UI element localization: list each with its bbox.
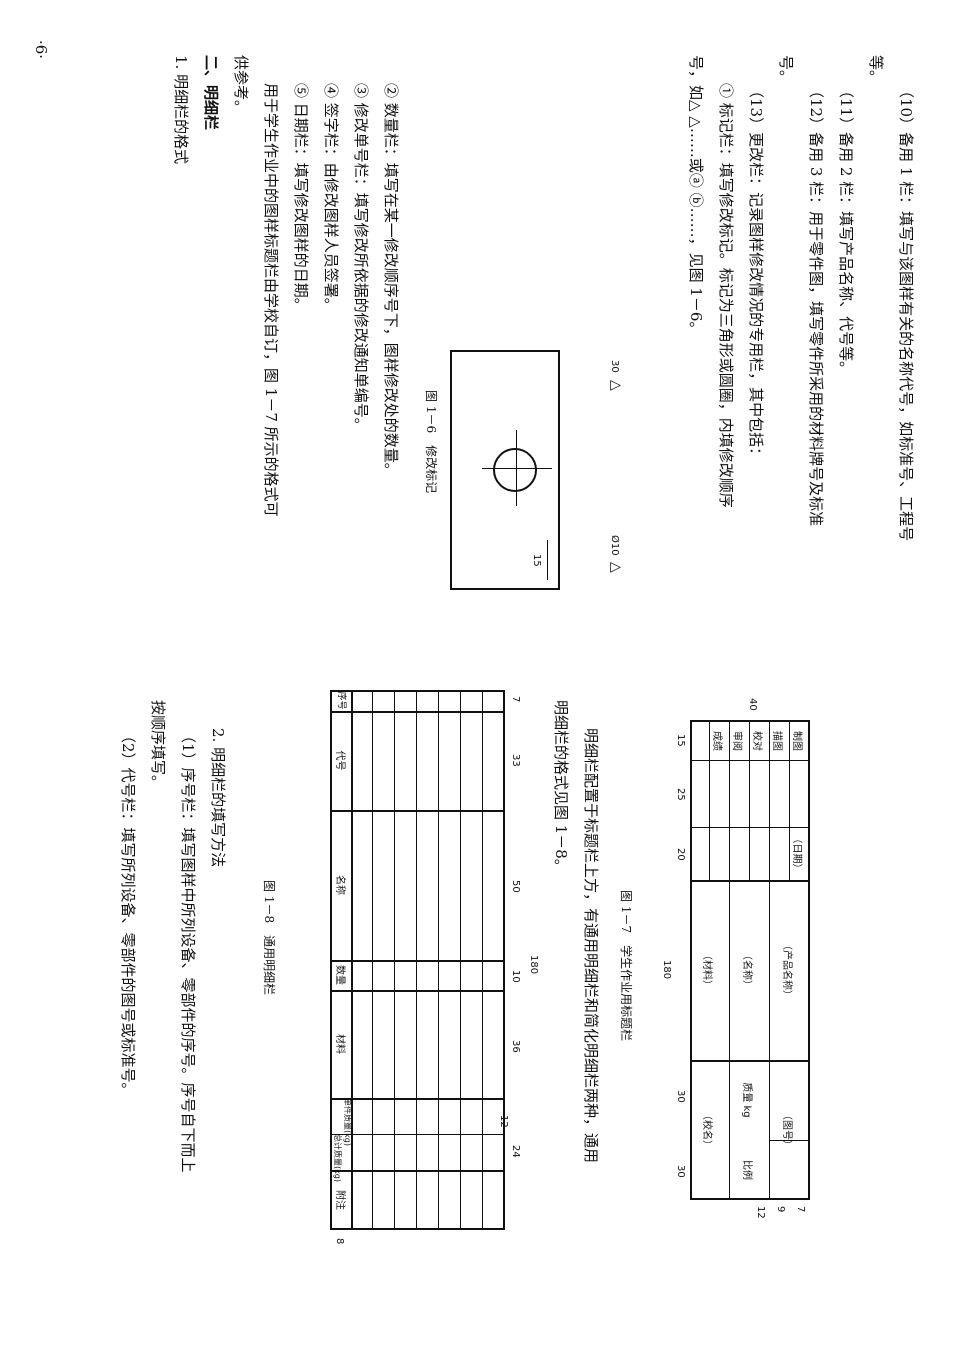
text-line: （12）备用 3 栏：用于零件图，填写零件所采用的材料牌号及标准 (807, 83, 825, 527)
figure-caption: 图 1－7 学生作业用标题栏 (619, 890, 633, 1042)
dim-label: 12 (498, 1115, 509, 1128)
dim-total-width: 180 (528, 955, 539, 975)
triangle-mark-icon: △ (608, 380, 624, 391)
sub-heading: 1. 明细栏的格式 (172, 55, 190, 165)
grid-line (330, 711, 505, 713)
dim-total-width: 180 (661, 960, 672, 980)
grid-line (372, 690, 373, 1230)
grid-line (351, 690, 353, 1230)
dim-label: 7 (510, 696, 521, 703)
text-line: （1）序号栏：填写图样中所列设备、零部件的序号。序号自下而上 (179, 728, 197, 1173)
grid-line (330, 990, 505, 992)
dim-label: 7 (795, 1206, 806, 1213)
header-cell: 数量 (334, 965, 345, 985)
text-line: ⑤ 日期栏：填写修改图样的日期。 (292, 83, 310, 313)
text-line: 按顺序填写。 (149, 700, 167, 791)
text-line: 用于学生作业中的图样标题栏由学校自订，图 1－7 所示的格式可 (262, 83, 280, 517)
text-line: （11）备用 2 栏：填写产品名称、代号等。 (837, 83, 855, 377)
text-line: ① 标记栏：填写修改标记。标记为三角形或圆圈，内填修改顺序 (717, 83, 735, 508)
grid-line (789, 720, 790, 880)
grid-line (690, 760, 810, 761)
dim-label: 25 (675, 788, 686, 801)
drawing-no-cell: （图号） (781, 1110, 792, 1150)
row-label: 成绩 (711, 731, 722, 751)
row-label: 制图 (791, 731, 802, 751)
grid-line (749, 720, 750, 880)
dim-label: 36 (510, 1040, 521, 1053)
figure-1-7: 制图 描图 校对 审阅 成绩 （日期） （产品名称） （图号） （名称） 质量 … (660, 698, 810, 1220)
page-number: ·6· (32, 40, 50, 60)
figure-1-8: 序号 代号 名称 数量 材料 单件质量(kg) 总计质量(kg) 附注 7 33… (305, 690, 539, 1250)
grid-line (460, 690, 461, 1230)
diameter-label: Ø10 (609, 535, 620, 556)
roughness-label: 30 (609, 360, 620, 373)
dim-label: 10 (510, 970, 521, 983)
sub-heading: 2. 明细栏的填写方法 (209, 728, 227, 868)
figure-caption: 图 1－8 通用明细栏 (262, 880, 276, 996)
text-line: 等。 (867, 55, 885, 86)
dim-label: 9 (775, 1206, 786, 1213)
name-cell: （名称） (741, 950, 752, 990)
header-cell: 总计质量(kg) (333, 1134, 342, 1182)
grid-line (438, 690, 439, 1230)
dim-line (547, 540, 548, 580)
grid-line (769, 720, 770, 1200)
school-cell: （校名） (701, 1110, 712, 1150)
scale-cell: 比例 (741, 1160, 752, 1180)
dim-height: 40 (747, 698, 758, 711)
product-name-cell: （产品名称） (781, 940, 792, 1000)
dim-label: 24 (510, 1145, 521, 1158)
grid-line (416, 690, 417, 1230)
header-cell: 附注 (334, 1190, 345, 1210)
triangle-mark-icon: △ (608, 562, 624, 573)
text-line: 号，如△ △……或ⓐ ⓑ……，见图 1－6。 (687, 55, 705, 337)
text-line: 明细栏的格式见图 1－8。 (552, 700, 570, 874)
center-line (482, 468, 552, 469)
text-line: ③ 修改单号栏：填写修改所依据的修改通知单编号。 (352, 83, 370, 433)
header-cell: 单件质量(kg) (343, 1098, 352, 1146)
header-cell: 材料 (334, 1034, 345, 1054)
hole-circle (493, 448, 537, 492)
row-label: 描图 (771, 731, 782, 751)
text-line: ④ 签字栏：由修改图样人员签署。 (322, 83, 340, 313)
text-line: 号。 (777, 55, 795, 86)
grid-line (330, 1134, 505, 1135)
text-line: （2）代号栏：填写所列设备、零部件的图号或标准号。 (119, 728, 137, 1098)
dim-label: 33 (510, 754, 521, 767)
header-cell: 序号 (336, 691, 346, 710)
grid-line (330, 960, 505, 962)
grid-line (330, 1098, 505, 1100)
dim-label: 30 (675, 1090, 686, 1103)
dim-label: 8 (334, 1238, 345, 1245)
section-heading: 二、明细栏 (202, 55, 220, 131)
text-line: ② 数量栏：填写在某一修改顺序号下，图样修改处的数量。 (382, 83, 400, 478)
material-cell: （材料） (701, 950, 712, 990)
row-label: 审阅 (731, 731, 742, 751)
mass-cell: 质量 kg (741, 1082, 752, 1118)
grid-line (330, 810, 505, 812)
header-cell: 名称 (334, 875, 345, 895)
figure-caption: 图 1－6 修改标记 (424, 390, 438, 494)
dim-label: 20 (675, 848, 686, 861)
dim-label: 12 (755, 1206, 766, 1219)
row-label: 校对 (751, 731, 762, 751)
grid-line (729, 720, 730, 1200)
date-cell: （日期） (791, 833, 802, 874)
dim-label: 30 (675, 1165, 686, 1178)
dim-width: 15 (531, 554, 542, 567)
dim-label: 15 (675, 734, 686, 747)
header-cell: 代号 (334, 750, 345, 771)
text-line: （10）备用 1 栏：填写与该图样有关的名称代号，如标准号、工程号 (897, 83, 915, 542)
text-line: 明细栏配置于标题栏上方，有通用明细栏和简化明细栏两种，通用 (582, 728, 600, 1164)
figure-1-6: 15 30 △ Ø10 △ 图 1－6 修改标记 (420, 320, 680, 620)
grid-line (330, 1170, 505, 1172)
grid-line (394, 690, 395, 1230)
text-line: 供参考。 (232, 55, 250, 116)
grid-line (482, 690, 483, 1230)
grid-line (709, 720, 710, 880)
dim-label: 50 (510, 880, 521, 893)
text-line: （13）更改栏：记录图样修改情况的专用栏，其中包括： (747, 83, 765, 463)
